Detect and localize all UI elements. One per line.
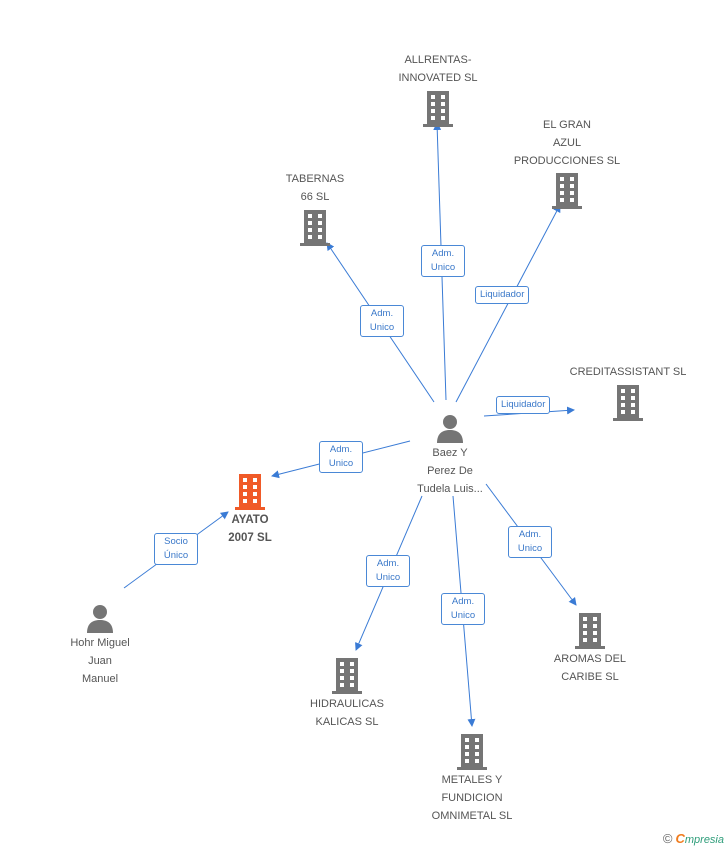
building-icon bbox=[575, 613, 605, 649]
company-label: HIDRAULICAS KALICAS SL bbox=[310, 698, 384, 728]
company-node-ayato[interactable]: AYATO 2007 SL bbox=[208, 474, 292, 546]
building-icon bbox=[235, 474, 265, 510]
role-label-metales: Adm. Unico bbox=[441, 593, 485, 625]
company-label: CREDITASSISTANT SL bbox=[569, 366, 687, 378]
company-node-tabernas[interactable]: TABERNAS 66 SL bbox=[270, 169, 360, 246]
person-icon bbox=[87, 605, 113, 633]
role-label-hohr: Socio Único bbox=[154, 533, 198, 565]
role-label-tabernas: Adm. Unico bbox=[360, 305, 404, 337]
role-label-elgran: Liquidador bbox=[475, 286, 530, 304]
building-icon bbox=[457, 734, 487, 770]
person-node-hohr[interactable]: Hohr Miguel Juan Manuel bbox=[55, 603, 145, 687]
copyright-symbol: © bbox=[662, 831, 673, 846]
building-icon bbox=[613, 385, 643, 421]
person-label: Hohr Miguel Juan Manuel bbox=[70, 637, 130, 685]
company-label: ALLRENTAS- INNOVATED SL bbox=[398, 54, 478, 84]
brand-footer[interactable]: ©Cmpresia bbox=[663, 831, 724, 846]
role-label-ayato: Adm. Unico bbox=[319, 441, 363, 473]
company-label: AYATO 2007 SL bbox=[228, 514, 272, 544]
company-node-aromas[interactable]: AROMAS DEL CARIBE SL bbox=[540, 613, 640, 685]
company-node-creditassistant[interactable]: CREDITASSISTANT SL bbox=[562, 362, 694, 421]
building-icon bbox=[552, 173, 582, 209]
company-label: TABERNAS 66 SL bbox=[285, 173, 345, 203]
company-label: EL GRAN AZUL PRODUCCIONES SL bbox=[513, 119, 621, 167]
role-label-hidraulicas: Adm. Unico bbox=[366, 555, 410, 587]
company-node-hidraulicas[interactable]: HIDRAULICAS KALICAS SL bbox=[300, 658, 394, 730]
company-label: METALES Y FUNDICION OMNIMETAL SL bbox=[431, 774, 513, 822]
building-icon bbox=[423, 91, 453, 127]
building-icon bbox=[300, 210, 330, 246]
role-label-aromas: Adm. Unico bbox=[508, 526, 552, 558]
company-label: AROMAS DEL CARIBE SL bbox=[553, 653, 627, 683]
company-node-metales[interactable]: METALES Y FUNDICION OMNIMETAL SL bbox=[420, 734, 524, 824]
building-icon bbox=[332, 658, 362, 694]
role-label-allrentas: Adm. Unico bbox=[421, 245, 465, 277]
brand-logo-text: mpresia bbox=[684, 834, 724, 846]
person-node-baez[interactable]: Baez Y Perez De Tudela Luis... bbox=[400, 413, 500, 497]
brand-logo-initial: C bbox=[675, 831, 685, 846]
company-node-elgran[interactable]: EL GRAN AZUL PRODUCCIONES SL bbox=[510, 115, 624, 209]
company-node-allrentas[interactable]: ALLRENTAS- INNOVATED SL bbox=[380, 50, 496, 127]
person-icon bbox=[437, 415, 463, 443]
person-label: Baez Y Perez De Tudela Luis... bbox=[417, 447, 483, 495]
role-label-creditassistant: Liquidador bbox=[496, 396, 551, 414]
